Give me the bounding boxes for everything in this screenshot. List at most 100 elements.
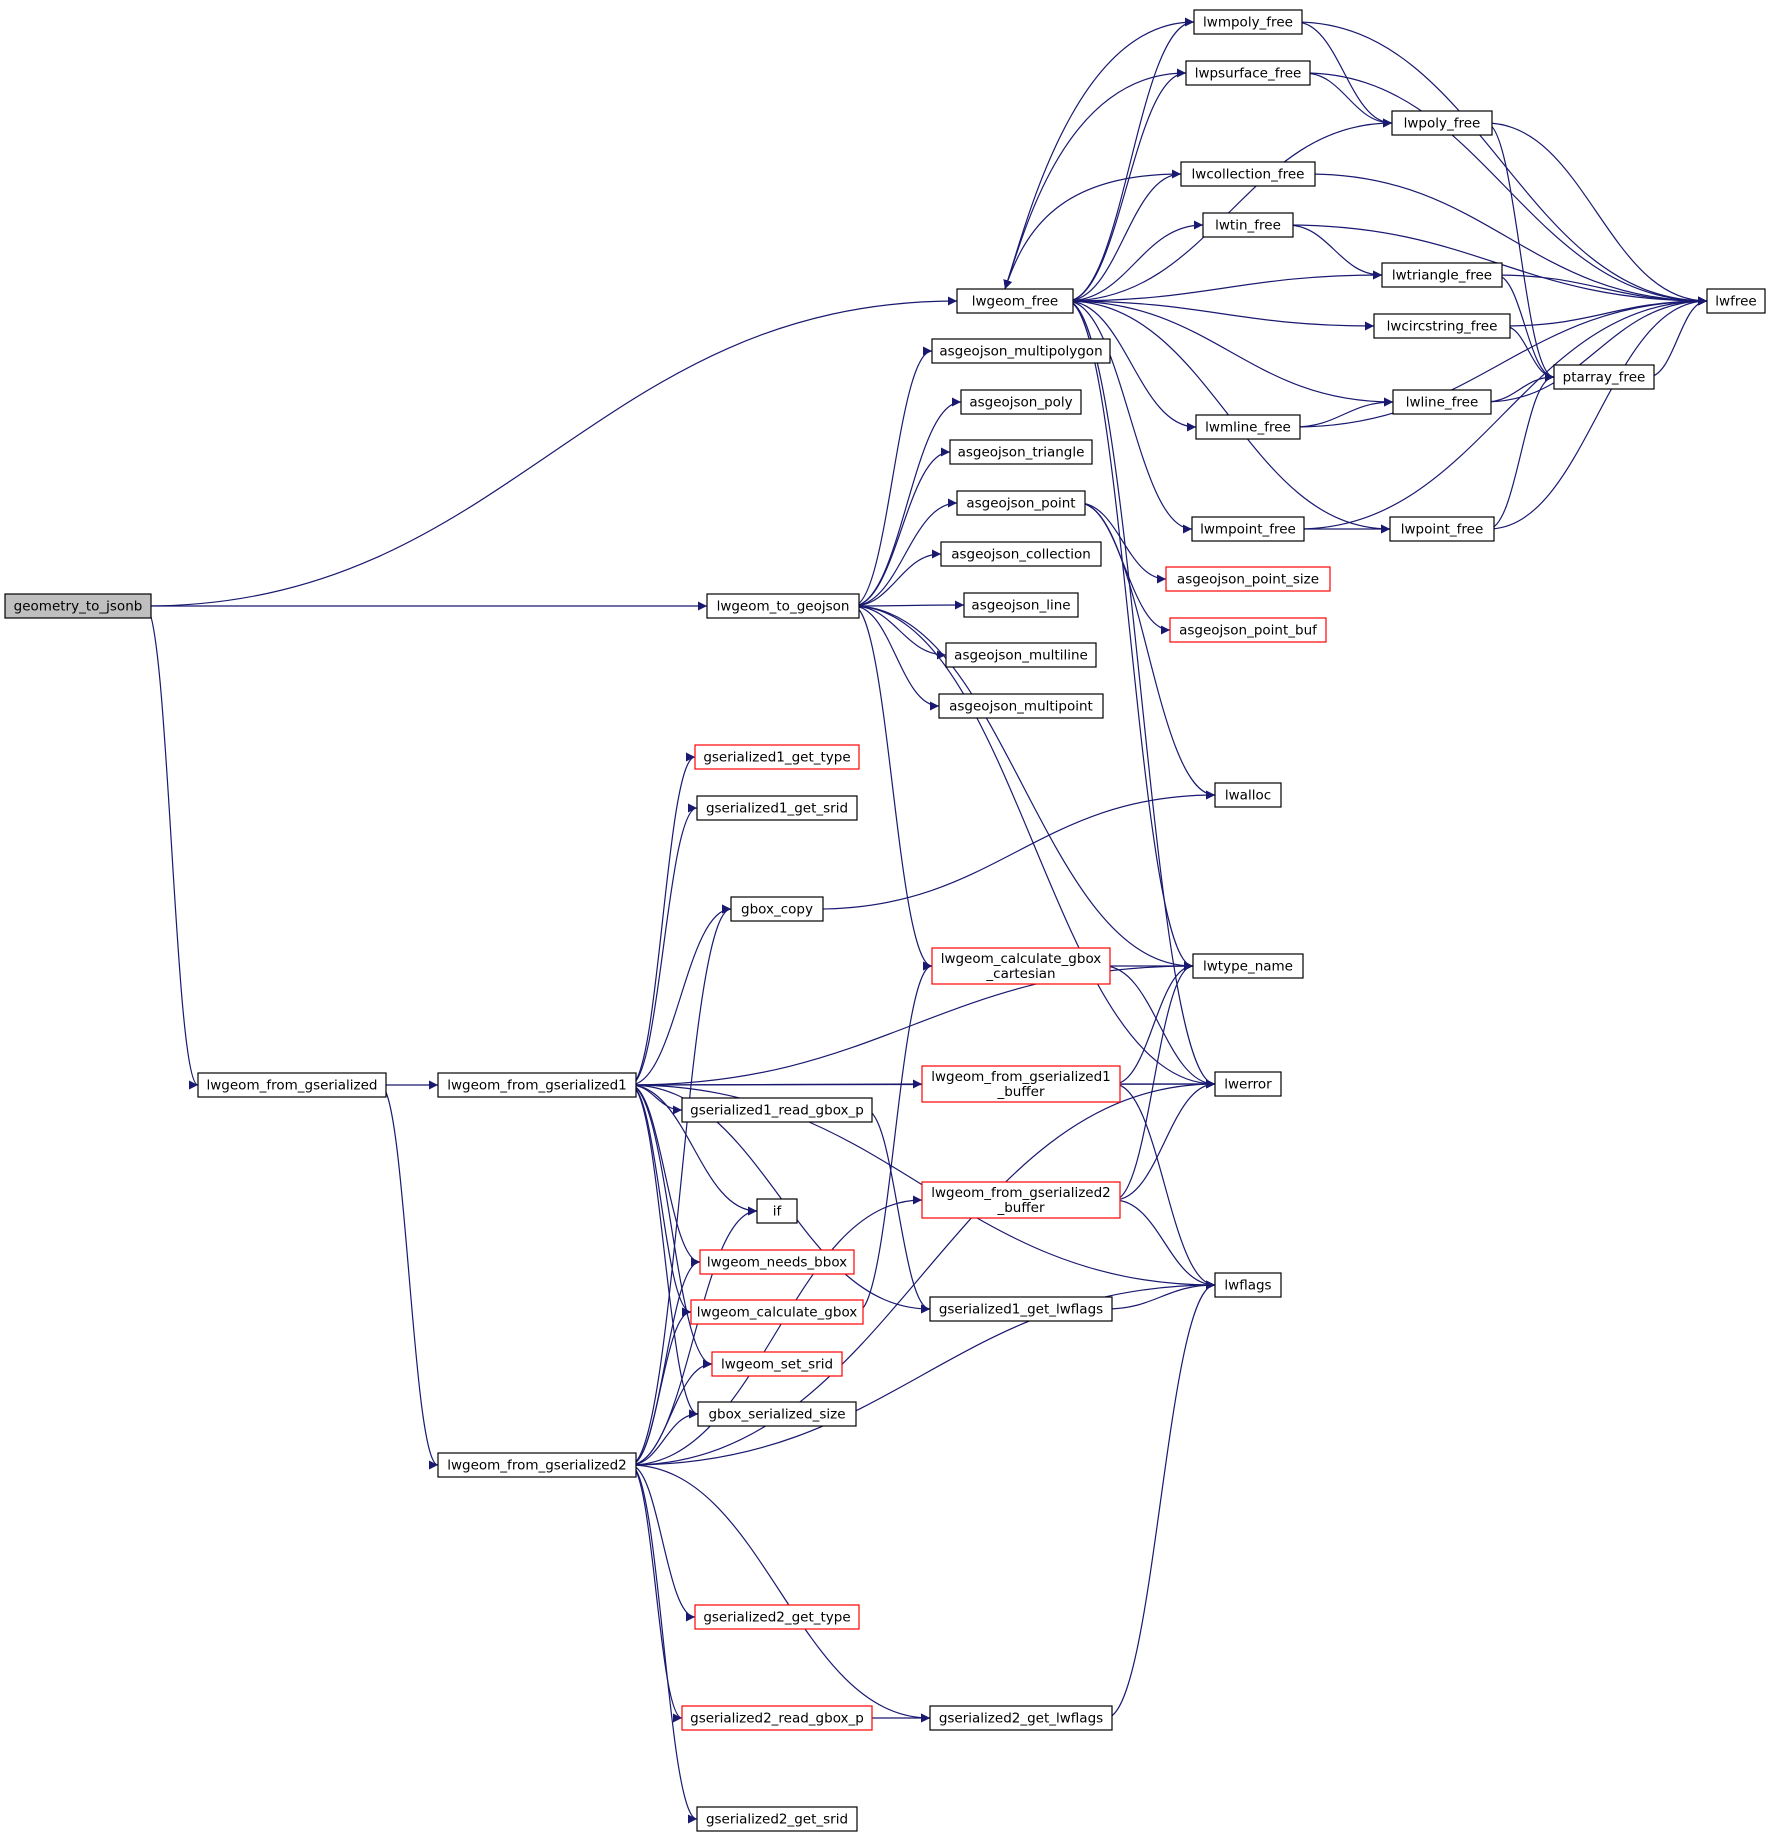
node-lwgeom-to-geojson[interactable]: lwgeom_to_geojson	[706, 593, 860, 619]
edge-gserialized1-get-lwflags-to-lwflags	[1105, 1280, 1216, 1310]
node-if[interactable]: if	[756, 1198, 798, 1224]
edge-lwgeom-to-geojson-to-lwgeom-calculate-gbox-cartesian	[852, 605, 933, 971]
edge-lwmpoint-free-to-lwfree	[1297, 296, 1708, 530]
node-box-gserialized1-get-srid	[696, 795, 858, 821]
node-gserialized2-read-gbox-p[interactable]: gserialized2_read_gbox_p	[681, 1705, 873, 1731]
edge-lwpoint-free-to-lwfree	[1487, 296, 1708, 530]
edge-lwgeom-to-geojson-to-lwerror	[852, 605, 1216, 1089]
node-box-asgeojson-multiline	[945, 642, 1097, 668]
node-asgeojson-collection[interactable]: asgeojson_collection	[940, 541, 1102, 567]
node-box-lwgeom-from-gserialized2	[437, 1452, 637, 1478]
node-label-lwgeom-calculate-gbox-cartesian: lwgeom_calculate_gbox	[941, 951, 1102, 967]
node-lwmpoly-free[interactable]: lwmpoly_free	[1193, 9, 1303, 35]
edge-lwgeom-from-gserialized2-buffer-to-lwflags	[1113, 1199, 1216, 1290]
node-lwgeom-from-gserialized1-buffer[interactable]: lwgeom_from_gserialized1_buffer	[921, 1065, 1121, 1103]
edge-lwpoly-free-to-lwfree	[1485, 122, 1708, 306]
node-asgeojson-multipoint[interactable]: asgeojson_multipoint	[938, 693, 1104, 719]
node-lwgeom-calculate-gbox-cartesian[interactable]: lwgeom_calculate_gbox_cartesian	[931, 947, 1111, 985]
node-lwcollection-free[interactable]: lwcollection_free	[1180, 161, 1316, 187]
node-gserialized1-get-type[interactable]: gserialized1_get_type	[694, 744, 860, 770]
node-asgeojson-triangle[interactable]: asgeojson_triangle	[949, 439, 1093, 465]
edge-lwcollection-free-to-lwgeom-free	[1003, 173, 1182, 290]
edge-asgeojson-point-to-lwalloc	[1078, 502, 1216, 800]
node-lwerror[interactable]: lwerror	[1214, 1071, 1282, 1097]
node-asgeojson-point[interactable]: asgeojson_point	[956, 490, 1086, 516]
node-asgeojson-point-size[interactable]: asgeojson_point_size	[1165, 566, 1331, 592]
edge-lwpoint-free-to-ptarray-free	[1487, 372, 1555, 530]
node-label-lwgeom-from-gserialized2: lwgeom_from_gserialized2	[447, 1458, 627, 1474]
node-box-lwcircstring-free	[1373, 313, 1511, 339]
node-box-lwgeom-from-gserialized1	[437, 1072, 637, 1098]
node-label-gbox-copy: gbox_copy	[741, 902, 813, 918]
node-label-lwgeom-from-gserialized1-buffer: _buffer	[996, 1084, 1044, 1100]
node-lwgeom-from-gserialized2-buffer[interactable]: lwgeom_from_gserialized2_buffer	[921, 1181, 1121, 1219]
node-geometry-to-jsonb[interactable]: geometry_to_jsonb	[4, 593, 152, 619]
node-lwcircstring-free[interactable]: lwcircstring_free	[1373, 313, 1511, 339]
node-lwgeom-needs-bbox[interactable]: lwgeom_needs_bbox	[699, 1249, 855, 1275]
node-box-lwmpoint-free	[1191, 516, 1305, 542]
node-label-gserialized1-get-srid: gserialized1_get_srid	[706, 801, 848, 817]
edge-lwgeom-free-to-lwline-free	[1066, 300, 1394, 407]
node-lwgeom-free[interactable]: lwgeom_free	[956, 288, 1074, 314]
edge-lwgeom-from-gserialized2-to-gbox-serialized-size	[629, 1409, 699, 1466]
node-gserialized1-read-gbox-p[interactable]: gserialized1_read_gbox_p	[681, 1097, 873, 1123]
node-gbox-copy[interactable]: gbox_copy	[730, 896, 824, 922]
node-asgeojson-poly[interactable]: asgeojson_poly	[960, 389, 1082, 415]
edge-lwgeom-calculate-gbox-to-lwgeom-calculate-gbox-cartesian	[856, 961, 933, 1313]
node-lwmline-free[interactable]: lwmline_free	[1195, 414, 1301, 440]
node-gbox-serialized-size[interactable]: gbox_serialized_size	[697, 1401, 857, 1427]
node-lwgeom-from-gserialized2[interactable]: lwgeom_from_gserialized2	[437, 1452, 637, 1478]
node-lwpsurface-free[interactable]: lwpsurface_free	[1185, 60, 1311, 86]
edge-lwgeom-from-gserialized2-to-gbox-copy	[629, 904, 732, 1466]
node-lwpoint-free[interactable]: lwpoint_free	[1389, 516, 1495, 542]
edge-geometry-to-jsonb-to-lwgeom-free	[144, 296, 958, 607]
edge-lwgeom-from-gserialized2-to-lwgeom-calculate-gbox	[629, 1307, 692, 1466]
edge-lwgeom-from-gserialized2-to-gserialized2-get-lwflags	[629, 1464, 931, 1723]
edge-lwgeom-free-to-lwmpoint-free	[1066, 300, 1193, 534]
node-label-lwline-free: lwline_free	[1406, 395, 1479, 411]
node-lwtin-free[interactable]: lwtin_free	[1202, 212, 1294, 238]
node-box-lwalloc	[1214, 782, 1282, 808]
edge-lwgeom-from-gserialized1-buffer-to-lwflags	[1113, 1083, 1216, 1290]
edge-lwgeom-from-gserialized2-to-gserialized2-get-srid	[629, 1464, 698, 1824]
node-lwtriangle-free[interactable]: lwtriangle_free	[1381, 262, 1503, 288]
node-lwgeom-calculate-gbox[interactable]: lwgeom_calculate_gbox	[690, 1299, 864, 1325]
edge-lwgeom-from-gserialized1-buffer-to-lwtype-name	[1113, 961, 1194, 1085]
node-lwalloc[interactable]: lwalloc	[1214, 782, 1282, 808]
node-asgeojson-multiline[interactable]: asgeojson_multiline	[945, 642, 1097, 668]
node-asgeojson-multipolygon[interactable]: asgeojson_multipolygon	[931, 338, 1111, 364]
node-label-lwcollection-free: lwcollection_free	[1192, 167, 1305, 183]
node-lwgeom-from-gserialized1[interactable]: lwgeom_from_gserialized1	[437, 1072, 637, 1098]
node-lwgeom-from-gserialized[interactable]: lwgeom_from_gserialized	[197, 1072, 387, 1098]
edge-lwgeom-to-geojson-to-lwtype-name	[852, 605, 1194, 971]
node-lwflags[interactable]: lwflags	[1214, 1272, 1282, 1298]
node-asgeojson-point-buf[interactable]: asgeojson_point_buf	[1169, 617, 1327, 643]
node-lwmpoint-free[interactable]: lwmpoint_free	[1191, 516, 1305, 542]
edge-lwgeom-from-gserialized1-to-if	[629, 1084, 758, 1216]
node-box-lwpoly-free	[1391, 110, 1493, 136]
node-gserialized2-get-srid[interactable]: gserialized2_get_srid	[696, 1806, 858, 1832]
node-label-ptarray-free: ptarray_free	[1563, 370, 1646, 386]
node-lwline-free[interactable]: lwline_free	[1392, 389, 1492, 415]
node-box-geometry-to-jsonb	[4, 593, 152, 619]
node-box-gserialized1-get-type	[694, 744, 860, 770]
node-gserialized2-get-type[interactable]: gserialized2_get_type	[694, 1604, 860, 1630]
edge-lwgeom-from-gserialized1-to-lwgeom-set-srid	[629, 1084, 713, 1369]
node-gserialized1-get-lwflags[interactable]: gserialized1_get_lwflags	[929, 1296, 1113, 1322]
node-lwtype-name[interactable]: lwtype_name	[1192, 953, 1304, 979]
edge-lwgeom-from-gserialized1-to-gbox-copy	[629, 904, 732, 1086]
node-lwgeom-set-srid[interactable]: lwgeom_set_srid	[711, 1351, 843, 1377]
edge-lwgeom-free-to-lwmline-free	[1066, 300, 1197, 432]
node-asgeojson-line[interactable]: asgeojson_line	[963, 592, 1079, 618]
edge-lwgeom-free-to-lwcircstring-free	[1066, 300, 1375, 331]
nodes-layer: geometry_to_jsonb lwgeom_free lwgeom_to_ge…	[4, 9, 1766, 1832]
node-label-lwfree: lwfree	[1715, 294, 1756, 310]
node-label-gserialized2-get-type: gserialized2_get_type	[703, 1610, 850, 1626]
node-lwfree[interactable]: lwfree	[1706, 288, 1766, 314]
node-box-ptarray-free	[1553, 364, 1655, 390]
node-gserialized1-get-srid[interactable]: gserialized1_get_srid	[696, 795, 858, 821]
node-lwpoly-free[interactable]: lwpoly_free	[1391, 110, 1493, 136]
node-ptarray-free[interactable]: ptarray_free	[1553, 364, 1655, 390]
node-gserialized2-get-lwflags[interactable]: gserialized2_get_lwflags	[929, 1705, 1113, 1731]
